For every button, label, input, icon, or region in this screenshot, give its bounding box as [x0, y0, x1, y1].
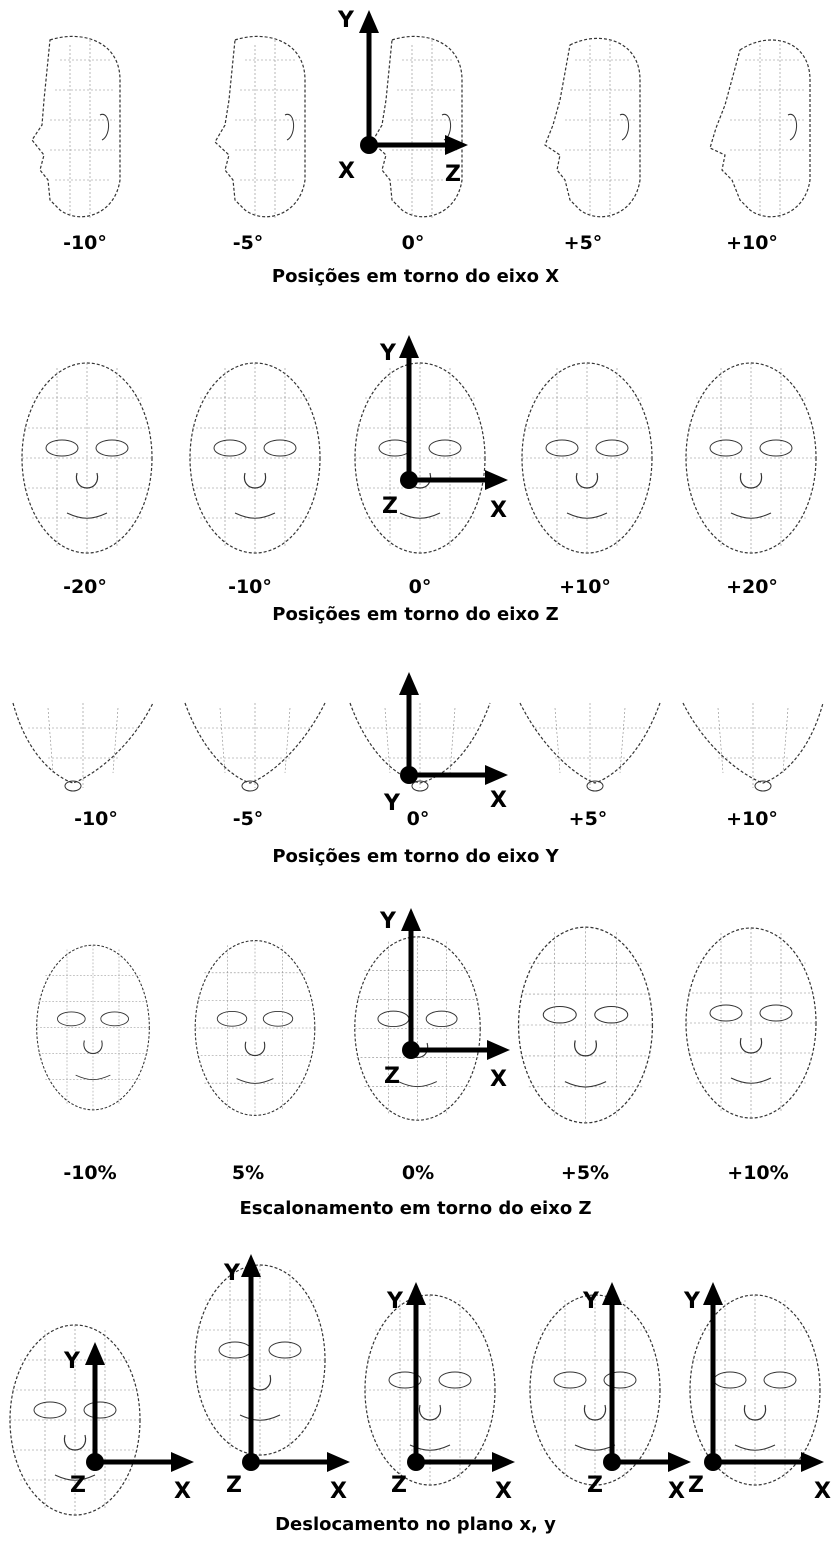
axis-right-label: X: [174, 1479, 191, 1504]
axis-y-label: Y: [223, 1261, 241, 1286]
caption-rotation-x: Posições em torno do eixo X: [0, 266, 831, 287]
axis-right-label: X: [490, 1067, 507, 1090]
axis-origin-label: X: [338, 159, 355, 184]
angle-label-4: +5°: [523, 232, 643, 254]
axis-y-label: Y: [337, 8, 355, 33]
scaled-head-1: [28, 940, 158, 1115]
scale-label-3: 0%: [358, 1162, 478, 1184]
axis-right-label: X: [495, 1479, 512, 1504]
axis-right-label: X: [330, 1479, 347, 1504]
angle-label-4: +5°: [528, 808, 648, 830]
axis-y-label: Y: [379, 909, 397, 934]
axes-y-rotation: Y X: [370, 660, 520, 810]
chin-view-1: [8, 698, 158, 798]
angle-label-4: +10°: [525, 576, 645, 598]
axes-translate-2: Y Z X: [212, 1240, 362, 1510]
angle-label-1: -20°: [25, 576, 145, 598]
axis-origin-label: Z: [587, 1473, 603, 1498]
axis-origin-label: Z: [382, 494, 398, 519]
frontal-head-1: [12, 358, 162, 558]
angle-label-2: -5°: [188, 232, 308, 254]
frontal-head-2: [180, 358, 330, 558]
section-rotation-y: Y X -10° -5° 0° +5° +10° Posições em tor…: [0, 660, 831, 880]
chin-view-5: [678, 698, 828, 798]
scaled-head-2: [186, 936, 324, 1120]
profile-head-2: [205, 30, 315, 230]
chin-view-2: [180, 698, 330, 798]
axis-right-label: X: [814, 1479, 831, 1504]
axis-origin-label: Z: [70, 1473, 86, 1498]
scale-label-1: -10%: [30, 1162, 150, 1184]
section-rotation-z: Y Z X -20° -10° 0° +10° +20° Posições em…: [0, 320, 831, 630]
chin-view-4: [515, 698, 665, 798]
axes-scale-z: Y Z X: [372, 900, 522, 1090]
angle-label-5: +10°: [692, 232, 812, 254]
profile-head-1: [20, 30, 130, 230]
axis-y-label: Y: [63, 1349, 81, 1374]
caption-translate-xy: Deslocamento no plano x, y: [0, 1514, 831, 1535]
angle-label-2: -10°: [190, 576, 310, 598]
angle-label-3: 0°: [360, 576, 480, 598]
axis-y-label: Y: [379, 341, 397, 366]
angle-label-1: -10°: [25, 232, 145, 254]
axes-z-rotation: Y Z X: [370, 320, 520, 520]
axis-origin-label: Z: [391, 1473, 407, 1498]
angle-label-3: 0°: [353, 232, 473, 254]
axis-y-label: Y: [683, 1289, 701, 1314]
axes-translate-3: Y Z X: [377, 1240, 527, 1510]
angle-label-1: -10°: [36, 808, 156, 830]
axis-right-label: Z: [445, 162, 461, 185]
caption-rotation-z: Posições em torno do eixo Z: [0, 604, 831, 625]
axis-origin-label: Z: [688, 1473, 704, 1498]
frontal-head-4: [512, 358, 662, 558]
section-scale-z: Y Z X -10% 5% 0% +5% +10% Escalonamento …: [0, 900, 831, 1220]
profile-head-4: [535, 30, 645, 230]
scale-label-2: 5%: [188, 1162, 308, 1184]
caption-rotation-y: Posições em torno do eixo Y: [0, 846, 831, 867]
section-translate-xy: Y Z X Y Z X Y Z X Y Z X Y: [0, 1240, 831, 1547]
axis-origin-label: Z: [226, 1473, 242, 1498]
axis-y-label: Y: [582, 1289, 600, 1314]
axis-right-label: X: [490, 788, 507, 810]
profile-head-5: [700, 30, 810, 230]
axis-right-label: X: [490, 498, 507, 520]
angle-label-3: 0°: [358, 808, 478, 830]
axes-translate-1: Y Z X: [56, 1240, 206, 1510]
caption-scale-z: Escalonamento em torno do eixo Z: [0, 1198, 831, 1219]
section-rotation-x: Y X Z -10° -5° 0° +5° +10° Posições em t…: [0, 0, 831, 300]
frontal-head-5: [676, 358, 826, 558]
scaled-head-4: [508, 922, 663, 1128]
angle-label-2: -5°: [188, 808, 308, 830]
scaled-head-5: [676, 914, 826, 1132]
axes-x-rotation: Y X Z: [330, 5, 480, 185]
angle-label-5: +20°: [692, 576, 812, 598]
axis-y-label: Y: [386, 1289, 404, 1314]
scale-label-4: +5%: [525, 1162, 645, 1184]
angle-label-5: +10°: [692, 808, 812, 830]
axis-origin-label: Z: [384, 1064, 400, 1089]
axes-translate-5: Y Z X: [674, 1240, 831, 1510]
scale-label-5: +10%: [698, 1162, 818, 1184]
